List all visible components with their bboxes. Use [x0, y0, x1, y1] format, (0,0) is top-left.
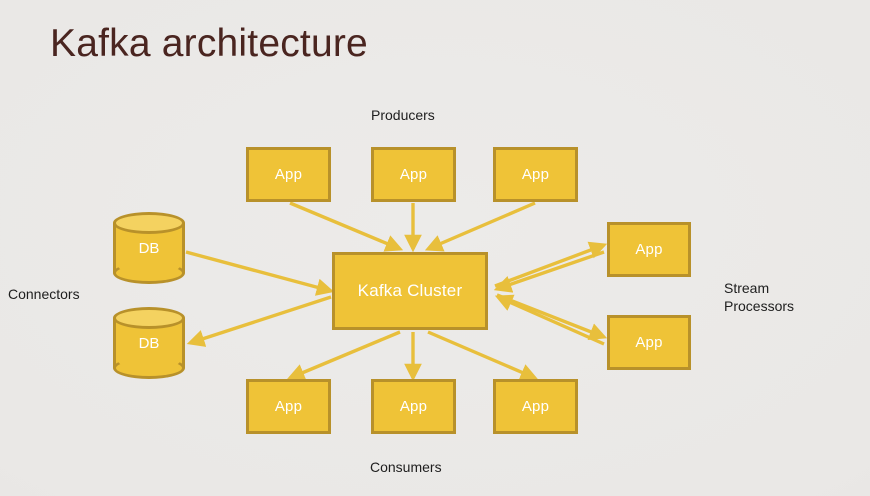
consumer-app-3[interactable]: App: [493, 379, 578, 434]
arrow-stream-app1-to-cluster: [493, 250, 605, 293]
caption-consumers: Consumers: [370, 459, 442, 475]
consumer-app-2-label: App: [399, 398, 428, 415]
producer-app-3[interactable]: App: [493, 147, 578, 202]
arrow-db1-to-cluster: [185, 250, 335, 296]
producer-app-1-label: App: [274, 166, 303, 183]
producer-app-3-label: App: [521, 166, 550, 183]
connector-db-1-label: DB: [138, 239, 160, 257]
kafka-cluster-node[interactable]: Kafka Cluster: [332, 252, 488, 330]
cylinder-bottom-icon: [113, 357, 185, 379]
stream-processor-app-1[interactable]: App: [607, 222, 691, 277]
arrow-producer1-to-cluster: [289, 201, 404, 252]
connector-db-2[interactable]: DB: [113, 307, 185, 379]
caption-producers: Producers: [371, 107, 435, 123]
cylinder-bottom-icon: [113, 262, 185, 284]
stream-processor-app-1-label: App: [635, 241, 663, 258]
arrow-cluster-to-consumer3: [427, 330, 539, 381]
consumer-app-1-label: App: [274, 398, 303, 415]
caption-stream-processors: Stream Processors: [724, 280, 795, 314]
cylinder-top-icon: [113, 307, 185, 329]
consumer-app-2[interactable]: App: [371, 379, 456, 434]
arrow-stream-app2-to-cluster: [494, 294, 605, 346]
arrow-producer3-to-cluster: [424, 201, 536, 252]
arrow-cluster-to-consumer1: [286, 330, 401, 381]
kafka-cluster-label: Kafka Cluster: [357, 281, 463, 300]
stream-processor-app-2-label: App: [635, 334, 663, 351]
connector-db-2-label: DB: [138, 334, 160, 352]
page-title: Kafka architecture: [50, 22, 368, 65]
producer-app-2-label: App: [399, 166, 428, 183]
connector-db-1[interactable]: DB: [113, 212, 185, 284]
arrow-cluster-to-db2: [186, 295, 332, 347]
arrow-cluster-to-stream-app2: [496, 293, 608, 341]
cylinder-top-icon: [113, 212, 185, 234]
consumer-app-3-label: App: [521, 398, 550, 415]
producer-app-1[interactable]: App: [246, 147, 331, 202]
caption-connectors: Connectors: [8, 286, 80, 302]
producer-app-2[interactable]: App: [371, 147, 456, 202]
arrow-cluster-to-stream-app1: [494, 241, 608, 288]
stream-processor-app-2[interactable]: App: [607, 315, 691, 370]
consumer-app-1[interactable]: App: [246, 379, 331, 434]
